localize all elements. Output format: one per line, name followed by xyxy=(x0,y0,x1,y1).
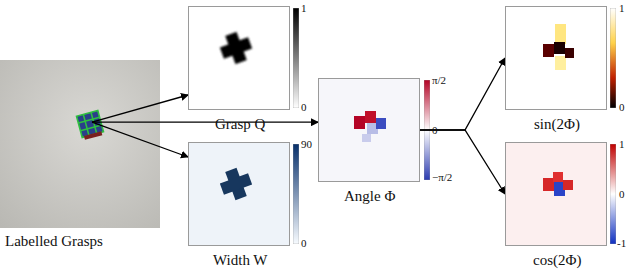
cos-heatmap xyxy=(505,142,607,246)
colorbar-tick: π/2 xyxy=(432,74,446,87)
angle-heatmap xyxy=(318,78,420,182)
colorbar-tick: 90 xyxy=(301,138,312,151)
colorbar-tick: 0 xyxy=(301,101,307,114)
arrow xyxy=(420,130,505,194)
photo xyxy=(0,60,160,228)
colorbar xyxy=(610,144,616,244)
heatmap-panel: sin(2Φ) xyxy=(505,6,607,110)
panel-caption: Grasp Q xyxy=(215,115,265,133)
colorbar-tick: -1 xyxy=(617,237,626,250)
heatmap-panel: cos(2Φ) xyxy=(505,142,607,246)
colorbar-tick: 1 xyxy=(301,2,307,15)
colorbar xyxy=(293,8,299,108)
colorbar-tick: 1 xyxy=(619,2,625,15)
sin-heatmap xyxy=(505,6,607,110)
arrow xyxy=(92,122,318,123)
arrow xyxy=(92,122,188,157)
colorbar-tick: 1 xyxy=(619,138,625,151)
panel-caption: Width W xyxy=(213,251,268,269)
colorbar-tick: 0 xyxy=(301,237,307,250)
arrow xyxy=(92,95,188,122)
colorbar-tick: 0 xyxy=(619,188,625,201)
colorbar-tick: 0 xyxy=(432,124,438,137)
colorbar xyxy=(610,8,616,108)
panel-caption: cos(2Φ) xyxy=(533,251,581,269)
colorbar-tick: −π/2 xyxy=(432,171,452,184)
heatmap-panel: Width W xyxy=(188,142,290,246)
heatmap-panel: Angle Φ xyxy=(318,78,420,182)
photo-box: Labelled Grasps xyxy=(0,60,160,228)
colorbar-tick: 0 xyxy=(619,101,625,114)
heatmap-panel: Grasp Q xyxy=(188,6,290,110)
width-heatmap xyxy=(188,142,290,246)
grasp-heatmap xyxy=(188,6,290,110)
panel-caption: Labelled Grasps xyxy=(5,232,103,250)
panel-caption: Angle Φ xyxy=(344,187,395,205)
arrow xyxy=(420,58,505,130)
colorbar xyxy=(293,144,299,244)
panel-caption: sin(2Φ) xyxy=(534,115,580,133)
